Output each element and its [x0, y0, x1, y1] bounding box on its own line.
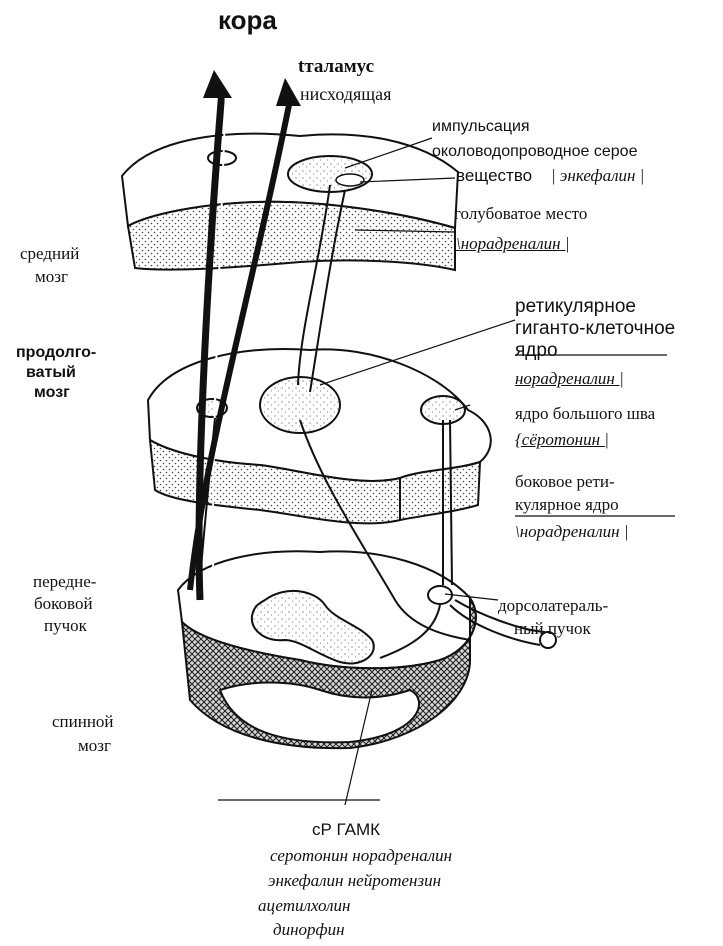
- label-anterolateral-1: передне-: [33, 572, 96, 592]
- label-impulse: импульсация: [432, 118, 530, 136]
- raphe-nucleus: [421, 396, 465, 424]
- label-lateral-reticular-1: боковое рети-: [515, 472, 615, 492]
- label-periaqueductal-2: вещество: [456, 166, 532, 186]
- label-midbrain-1: средний: [20, 244, 79, 264]
- label-medulla-2: ватый: [26, 364, 76, 382]
- label-medulla-3: мозг: [34, 384, 70, 402]
- label-periaqueductal-1: околоводопроводное серое: [432, 143, 637, 161]
- label-anterolateral-3: пучок: [44, 616, 87, 636]
- label-bottom-line1: серотонин норадреналин: [270, 846, 452, 866]
- label-kora: кора: [218, 6, 277, 36]
- label-bottom-line4: динорфин: [273, 920, 345, 940]
- label-medulla-1: продолго-: [16, 344, 96, 362]
- midbrain-tract-ring: [208, 151, 236, 165]
- reticular-nucleus: [260, 377, 340, 433]
- label-reticular-3: ядро: [515, 340, 558, 362]
- label-reticular-2: гиганто-клеточное: [515, 318, 675, 340]
- label-bottom-title: сР ГАМК: [312, 820, 380, 840]
- label-bottom-line3: ацетилхолин: [258, 896, 350, 916]
- kora-arrow: [203, 70, 232, 98]
- label-anterolateral-2: боковой: [34, 594, 93, 614]
- label-dorsolateral-1: дорсолатераль-: [498, 596, 608, 616]
- spinal-tract-ring: [428, 586, 452, 604]
- midbrain-slab: [122, 134, 458, 270]
- label-lateral-reticular-2: кулярное ядро: [515, 495, 619, 515]
- label-thalamus: tталамус: [298, 56, 374, 78]
- label-reticular-1: ретикулярное: [515, 296, 636, 318]
- label-locus-coeruleus: голубоватое место: [454, 204, 587, 224]
- label-bottom-line2: энкефалин нейротензин: [268, 871, 441, 891]
- spinal-cord-slab: [178, 551, 476, 748]
- label-dorsolateral-2: ный пучок: [514, 619, 591, 639]
- label-reticular-nt: норадреналин |: [515, 369, 624, 389]
- label-midbrain-2: мозг: [35, 267, 68, 287]
- label-raphe-nt: {сёротонин |: [515, 430, 609, 450]
- label-locus-nt: \норадреналин |: [456, 234, 570, 254]
- thalamus-arrow: [276, 78, 301, 106]
- label-spinal-1: спинной: [52, 712, 114, 732]
- label-enkephalin: | энкефалин |: [551, 166, 644, 186]
- label-descending: нисходящая: [300, 84, 391, 105]
- label-raphe: ядро большого шва: [515, 404, 655, 424]
- label-lateral-reticular-nt: \норадреналин |: [515, 522, 629, 542]
- label-spinal-2: мозг: [78, 736, 111, 756]
